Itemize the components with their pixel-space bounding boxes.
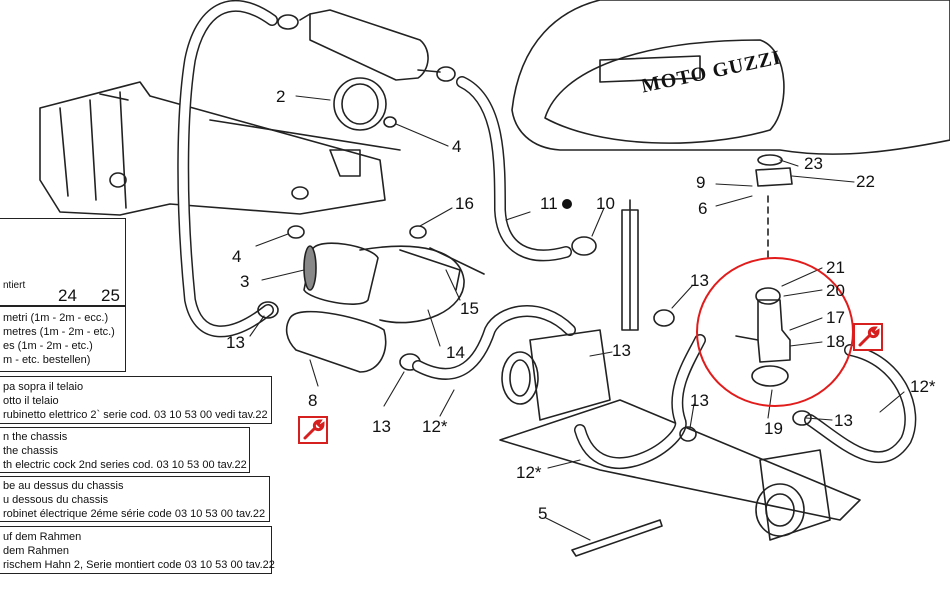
injection-rail <box>499 399 861 521</box>
note-line: pa sopra il telaio <box>3 381 84 393</box>
part-label-4: 4 <box>232 247 242 266</box>
part-label-11: 11 <box>540 194 558 213</box>
part-label-4: 4 <box>452 137 462 156</box>
part-label-13: 13 <box>690 271 709 290</box>
part-label-8: 8 <box>308 391 318 410</box>
note-line: th electric cock 2nd series cod. 03 10 5… <box>3 459 247 471</box>
part-label-21: 21 <box>826 258 845 277</box>
note-box-italian: pa sopra il telaio otto il telaio rubine… <box>0 376 272 424</box>
part-label-19: 19 <box>764 419 783 438</box>
note-line: robinet électrique 2éme série code 03 10… <box>3 508 266 520</box>
band-part-2 <box>333 77 387 131</box>
fuel-filter-top <box>309 9 429 81</box>
part-label-18: 18 <box>826 332 845 351</box>
part-label-12-star: 12* <box>422 417 448 436</box>
part-label-16: 16 <box>455 194 474 213</box>
hose-11 <box>456 76 572 262</box>
note-line: n the chassis <box>3 431 68 443</box>
note-line: u dessous du chassis <box>3 494 109 506</box>
note-line: es (1m - 2m - etc.) <box>3 340 93 352</box>
part-label-2: 2 <box>276 87 286 106</box>
part-label-5: 5 <box>538 504 548 523</box>
note-line: rischem Hahn 2, Serie montiert code 03 1… <box>3 559 275 571</box>
part-label-23: 23 <box>804 154 823 173</box>
note-box-english: n the chassis the chassis th electric co… <box>0 427 250 473</box>
note-line: metri (1m - 2m - ecc.) <box>3 312 109 324</box>
pump-part-3 <box>303 242 379 305</box>
wrench-icon <box>298 416 328 444</box>
hose-loop-left <box>177 0 278 338</box>
clip-legend-box: ntiert <box>0 218 126 306</box>
note-line: the chassis <box>3 445 59 457</box>
hose-12-right <box>574 334 706 469</box>
part-label-17: 17 <box>826 308 845 327</box>
part-label-10: 10 <box>596 194 615 213</box>
fuel-filter-8 <box>285 310 387 373</box>
frame-outline <box>39 81 386 216</box>
note-box-french: be au dessus du chassis u dessous du cha… <box>0 476 270 522</box>
note-box-german: uf dem Rahmen dem Rahmen rischem Hahn 2,… <box>0 526 275 574</box>
part-label-24: 24 <box>58 286 77 305</box>
note-line: otto il telaio <box>3 395 59 407</box>
part-label-22: 22 <box>856 172 875 191</box>
part-label-15: 15 <box>460 299 479 318</box>
strap-part-5 <box>571 519 663 557</box>
note-line: uf dem Rahmen <box>3 531 82 543</box>
part-label-9: 9 <box>696 173 706 192</box>
note-line: rubinetto elettrico 2` serie cod. 03 10 … <box>3 409 268 421</box>
note-line: metres (1m - 2m - etc.) <box>3 326 115 338</box>
hose-length-note-box: metri (1m - 2m - ecc.) metres (1m - 2m -… <box>0 306 126 372</box>
part-label-3: 3 <box>240 272 250 291</box>
legend-tail-text: ntiert <box>3 280 26 291</box>
wrench-icon <box>853 323 883 351</box>
note-line: be au dessus du chassis <box>3 480 124 492</box>
note-line: m - etc. bestellen) <box>3 354 91 366</box>
part-label-13: 13 <box>612 341 631 360</box>
note-line: dem Rahmen <box>3 545 70 557</box>
part-label-12-star: 12* <box>910 377 936 396</box>
part-label-14: 14 <box>446 343 465 362</box>
part-label-20: 20 <box>826 281 845 300</box>
part-label-13: 13 <box>372 417 391 436</box>
part-label-25: 25 <box>101 286 120 305</box>
part-label-12-star: 12* <box>516 463 542 482</box>
filled-dot-icon <box>562 199 572 209</box>
part-label-13: 13 <box>226 333 245 352</box>
part-label-6: 6 <box>698 199 708 218</box>
fuel-tank <box>511 0 950 155</box>
part-label-13: 13 <box>690 391 709 410</box>
part-label-13: 13 <box>834 411 853 430</box>
